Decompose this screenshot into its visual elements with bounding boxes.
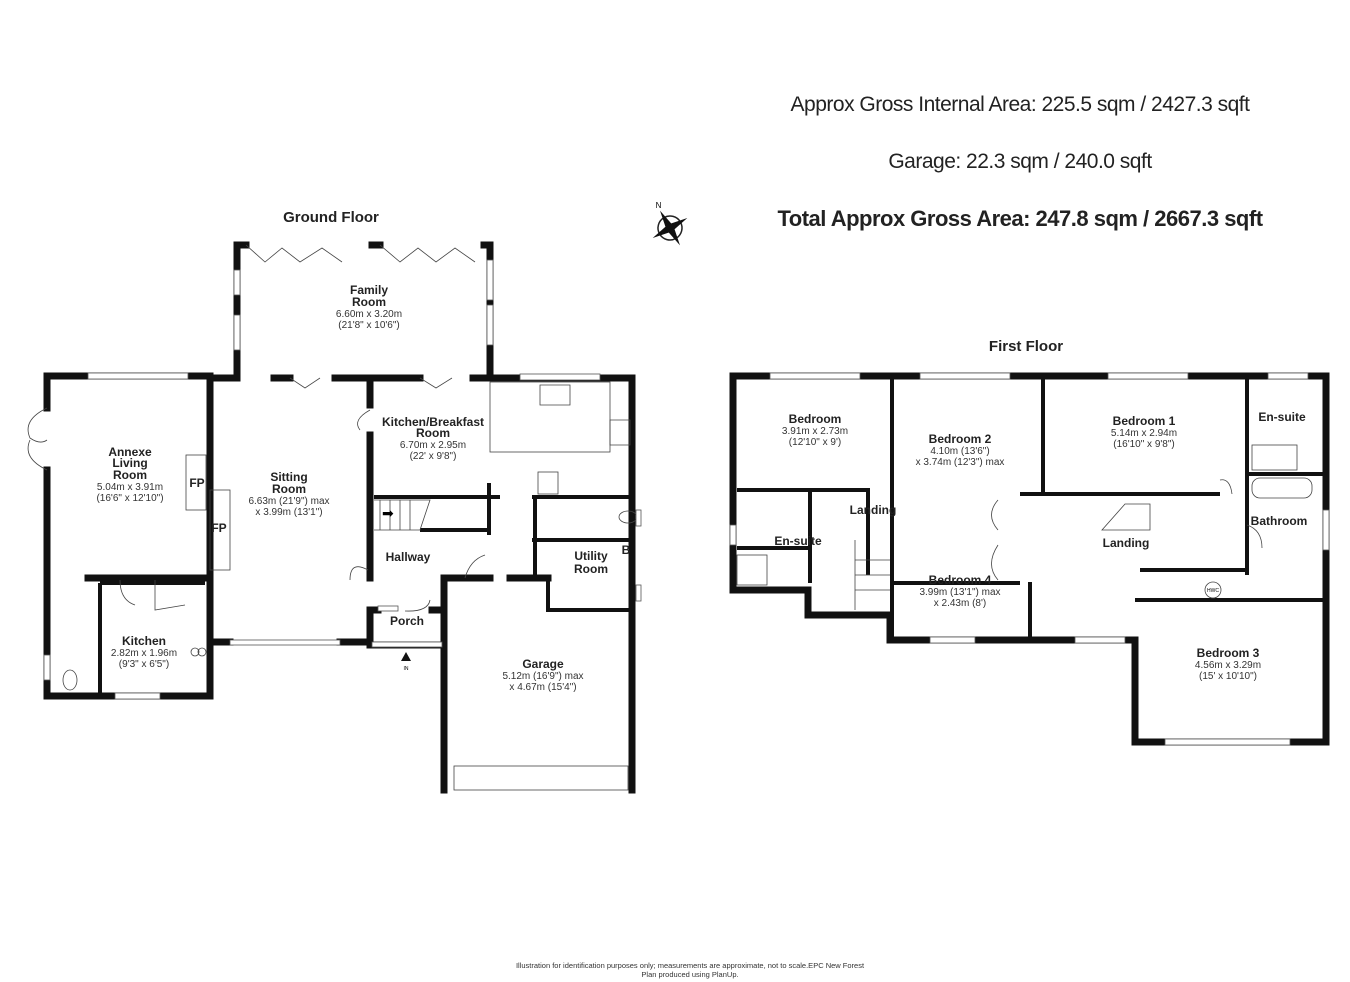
disclaimer-line: Illustration for identification purposes… (515, 961, 865, 970)
ground-floor-title: Ground Floor (283, 209, 379, 226)
disclaimer: Illustration for identification purposes… (440, 961, 940, 979)
room-name: Bedroom 1 (1113, 414, 1176, 428)
hwc-label: HWC (1207, 588, 1219, 594)
room-dimensions: (9'3" x 6'5") (119, 659, 169, 670)
room-dimensions: (22' x 9'8") (410, 451, 457, 462)
internal-area: Approx Gross Internal Area: 225.5 sqm / … (790, 93, 1250, 116)
room-name: Room (352, 295, 386, 309)
room-dimensions: (16'6" x 12'10") (96, 493, 163, 504)
room-dimensions: 3.91m x 2.73m (782, 426, 848, 437)
room-dimensions: 4.56m x 3.29m (1195, 660, 1261, 671)
room-dimensions: x 4.67m (15'4") (509, 682, 576, 693)
room-name: Family (350, 283, 388, 297)
room-dimensions: 6.70m x 2.95m (400, 440, 466, 451)
room-dimensions: 4.10m (13'6") (930, 446, 989, 457)
compass-icon: N (652, 201, 688, 246)
room-dimensions: (16'10" x 9'8") (1113, 439, 1175, 450)
room-dimensions: x 3.99m (13'1") (255, 507, 322, 518)
fireplace-label: FP (189, 476, 204, 490)
stairs-arrow-icon: ➡ (382, 505, 394, 521)
entrance-label: IN (404, 666, 409, 672)
planup-credit: Plan produced using PlanUp. (641, 970, 739, 979)
room-name: Landing (1103, 536, 1150, 550)
room-dimensions: 5.14m x 2.94m (1111, 428, 1177, 439)
room-name: En-suite (1258, 410, 1306, 424)
room-name: Room (416, 426, 450, 440)
fireplace-label: FP (211, 521, 226, 535)
room-name: Annexe (108, 445, 152, 459)
garage-area: Garage: 22.3 sqm / 240.0 sqft (888, 150, 1152, 173)
room-name: En-suite (774, 534, 822, 548)
room-name: Porch (390, 614, 424, 628)
total-area: Total Approx Gross Area: 247.8 sqm / 266… (777, 206, 1263, 231)
room-dimensions: 2.82m x 1.96m (111, 648, 177, 659)
ground-floor-plan: Ground Floor ➡ (27, 209, 642, 794)
room-dimensions: 5.12m (16'9") max (502, 671, 583, 682)
room-dimensions: 6.60m x 3.20m (336, 309, 402, 320)
room-name: Bathroom (1251, 514, 1308, 528)
room-dimensions: (12'10" x 9') (789, 437, 841, 448)
room-name: Bedroom 2 (929, 432, 992, 446)
first-floor-title: First Floor (989, 338, 1063, 355)
room-dimensions: (21'8" x 10'6") (338, 320, 400, 331)
compass-north-label: N (656, 201, 662, 210)
room-dimensions: (15' x 10'10") (1199, 671, 1257, 682)
room-name: Sitting (270, 470, 307, 484)
room-name: Utility (574, 549, 608, 563)
room-name: Hallway (386, 550, 431, 564)
room-name: Bedroom 3 (1197, 646, 1260, 660)
room-dimensions: x 2.43m (8') (934, 598, 986, 609)
room-name: Room (272, 482, 306, 496)
room-name: Landing (850, 503, 897, 517)
room-name: Kitchen/Breakfast (382, 415, 484, 429)
first-floor-plan: First Floor HWC Bedroom 3.91m x 2.73m (1… (729, 338, 1330, 746)
room-dimensions: 6.63m (21'9") max (248, 496, 329, 507)
room-dimensions: 5.04m x 3.91m (97, 482, 163, 493)
room-dimensions: 3.99m (13'1") max (919, 587, 1000, 598)
boiler-label: B (622, 543, 631, 557)
room-name: Room (113, 468, 147, 482)
room-dimensions: x 3.74m (12'3") max (916, 457, 1005, 468)
room-name: Room (574, 562, 608, 576)
room-name: Bedroom 4 (929, 573, 992, 587)
room-name: Kitchen (122, 634, 166, 648)
room-name: Living (112, 456, 147, 470)
room-name: Bedroom (789, 412, 842, 426)
room-name: Garage (522, 657, 564, 671)
